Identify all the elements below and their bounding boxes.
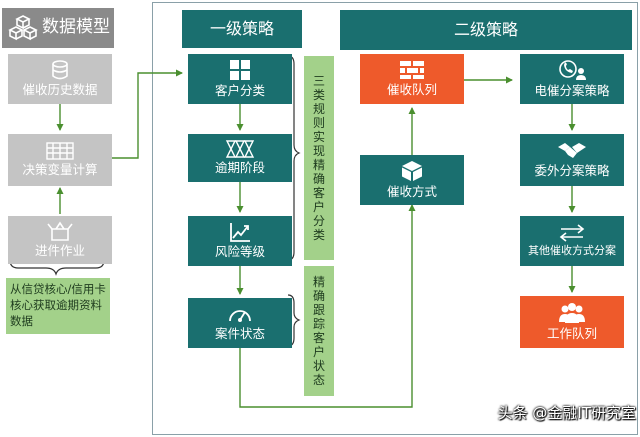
other-strategy-box[interactable]: 其他催收方式分案 <box>520 216 624 266</box>
collection-method-label: 催收方式 <box>386 184 437 200</box>
level2-header-text: 二级策略 <box>453 19 518 39</box>
speedometer-icon <box>229 310 251 323</box>
work-queue-box[interactable]: 工作队列 <box>520 296 624 348</box>
level1-header: 一级策略 <box>182 10 302 48</box>
brick-wall-icon <box>400 61 424 80</box>
risk-level-box[interactable]: 风险等级 <box>188 216 292 266</box>
history-data-label: 催收历史数据 <box>22 82 98 98</box>
phone-strategy-box[interactable]: 电催分案策略 <box>520 54 624 104</box>
customer-segmentation-box[interactable]: 客户分类 <box>188 54 292 104</box>
trend-chart-icon <box>230 223 250 243</box>
watermark: 头条 @金融IT研究室 <box>462 402 636 426</box>
arrow-case-to-method <box>239 204 416 408</box>
case-status-label: 案件状态 <box>214 326 265 342</box>
customer-segmentation-label: 客户分类 <box>214 83 265 99</box>
windows-grid-icon <box>230 60 250 81</box>
users-group-icon <box>559 303 585 324</box>
cubes-icon <box>8 15 38 41</box>
overdue-stage-label: 逾期阶段 <box>214 160 265 176</box>
collection-queue-label: 催收队列 <box>386 82 437 98</box>
brace-segmentation <box>287 55 301 261</box>
work-queue-label: 工作队列 <box>546 326 597 342</box>
phone-strategy-label: 电催分案策略 <box>534 83 610 99</box>
outsource-strategy-label: 委外分案策略 <box>534 163 610 179</box>
arrow-decision-to-segmentation <box>112 69 183 159</box>
batch-job-box[interactable]: 进件作业 <box>8 216 112 264</box>
watermark-text: 头条 @金融IT研究室 <box>497 404 636 422</box>
note-tracking-text: 精确跟踪客户状态 <box>312 275 325 387</box>
note-segmentation-text: 三类规则实现精确客户分类 <box>312 74 325 242</box>
data-model-title: 数据模型 <box>42 17 110 38</box>
handshake-icon <box>558 143 586 159</box>
outsource-strategy-box[interactable]: 委外分案策略 <box>520 134 624 186</box>
brace-batch <box>9 259 105 276</box>
phone-agent-icon <box>559 60 586 81</box>
data-model-header: 数据模型 <box>2 8 114 48</box>
source-note: 从信贷核心/信用卡核心获取逾期资料数据 <box>6 278 110 334</box>
collection-queue-box[interactable]: 催收队列 <box>360 54 464 104</box>
case-status-box[interactable]: 案件状态 <box>188 298 292 348</box>
hourglass-icon <box>225 140 255 159</box>
note-tracking: 精确跟踪客户状态 <box>304 266 334 396</box>
database-icon <box>52 60 68 80</box>
decision-vars-box[interactable]: 决策变量计算 <box>8 134 112 186</box>
overdue-stage-box[interactable]: 逾期阶段 <box>188 134 292 182</box>
level1-header-text: 一级策略 <box>209 18 274 38</box>
brace-tracking <box>287 294 301 347</box>
batch-job-label: 进件作业 <box>34 243 85 259</box>
level2-header: 二级策略 <box>340 10 632 50</box>
history-data-box[interactable]: 催收历史数据 <box>8 54 112 104</box>
source-note-text: 从信贷核心/信用卡核心获取逾期资料数据 <box>10 282 106 328</box>
table-grid-icon <box>46 142 74 161</box>
collection-method-box[interactable]: 催收方式 <box>360 155 464 205</box>
package-box-icon <box>402 161 422 182</box>
note-segmentation: 三类规则实现精确客户分类 <box>304 56 334 260</box>
other-strategy-label: 其他催收方式分案 <box>528 244 616 258</box>
decision-vars-label: 决策变量计算 <box>22 162 98 178</box>
strategy-frame <box>152 2 638 435</box>
swap-arrows-icon <box>559 224 585 242</box>
open-box-icon <box>47 221 73 242</box>
risk-level-label: 风险等级 <box>214 244 265 260</box>
